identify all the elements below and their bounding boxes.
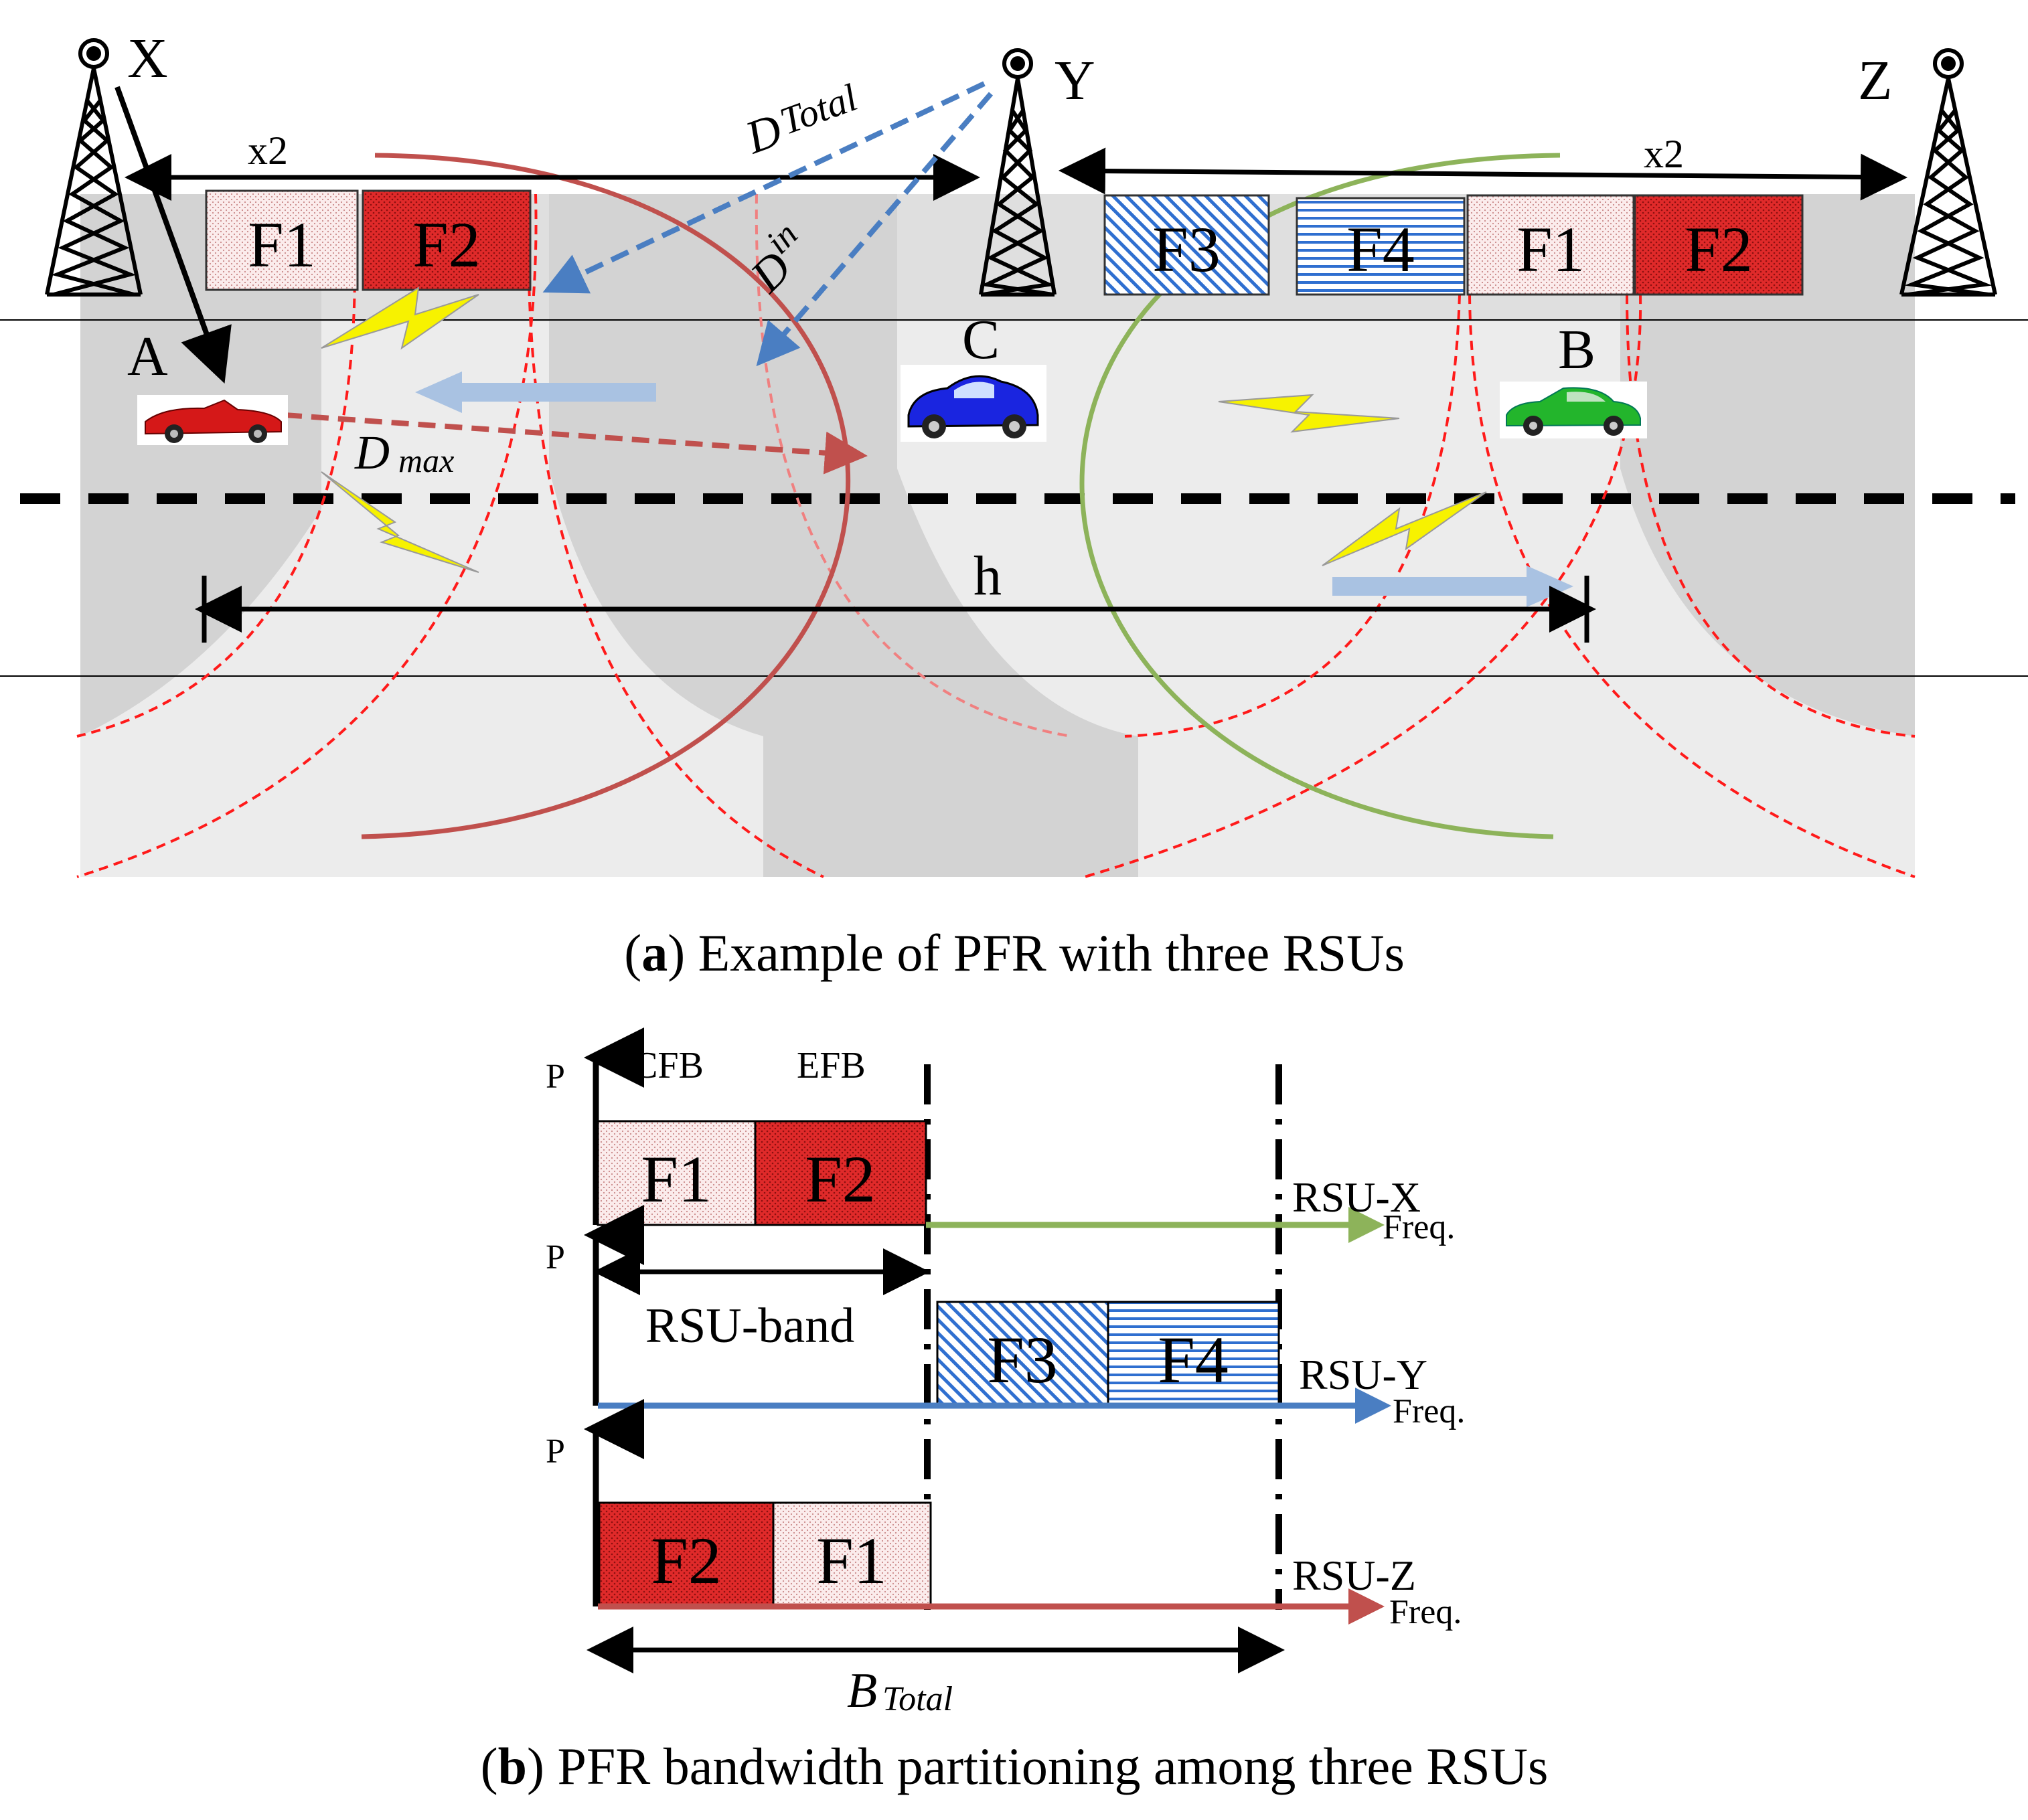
svg-text:F2: F2 (1685, 214, 1752, 285)
svg-text:F4: F4 (1158, 1323, 1229, 1397)
d-total-arrow (542, 81, 986, 294)
band-block-f1-left: F1 (205, 189, 359, 291)
rsu-y-band-f3: F3 (936, 1301, 1109, 1407)
rsu-z-band-f1: F1 (772, 1501, 932, 1608)
svg-text:B: B (847, 1663, 877, 1718)
svg-text:D: D (354, 426, 390, 479)
p-axis-label-y: P (546, 1238, 565, 1276)
b-total-label: B Total (847, 1663, 953, 1718)
rsu-z-label: RSU-Z (1292, 1552, 1416, 1599)
rsu-y-band-f4: F4 (1107, 1301, 1280, 1407)
svg-text:max: max (398, 442, 454, 479)
rsu-x-label: RSU-X (1292, 1173, 1421, 1221)
y-to-z-distance-arrow (1059, 147, 1907, 201)
svg-text:F4: F4 (1346, 214, 1414, 285)
svg-text:F1: F1 (641, 1142, 712, 1216)
svg-text:F3: F3 (987, 1323, 1058, 1397)
signal-bolt-icon (321, 286, 479, 350)
svg-text:F1: F1 (1516, 214, 1584, 285)
panel-b: P CFB EFB F1 F2 RSU-X Freq. P RSU-band F… (481, 1027, 1549, 1795)
caption-a: (a) Example of PFR with three RSUs (624, 924, 1405, 982)
rsu-x-band-f1: F1 (597, 1120, 757, 1226)
freq-label-y: Freq. (1393, 1392, 1465, 1430)
rsu-band-label: RSU-band (645, 1299, 854, 1353)
vehicle-a-label: A (127, 325, 168, 388)
svg-text:Total: Total (774, 76, 862, 143)
svg-text:F3: F3 (1152, 214, 1220, 285)
caption-b: (b) PFR bandwidth partitioning among thr… (481, 1737, 1549, 1795)
rsu-z-label: Z (1858, 50, 1892, 112)
vehicle-c-icon (901, 365, 1046, 442)
band-block-f3: F3 (1103, 194, 1270, 296)
rsu-y-label: Y (1055, 50, 1095, 112)
svg-text:F1: F1 (816, 1523, 887, 1598)
d-in-arrow (756, 92, 994, 367)
band-block-f2-right: F2 (1634, 194, 1804, 296)
rsu-z-band-f2: F2 (598, 1501, 775, 1608)
x2-label-left: x2 (248, 129, 288, 173)
band-block-f1-right: F1 (1466, 194, 1635, 296)
vehicle-c-label: C (962, 309, 1000, 371)
signal-bolt-icon (1218, 394, 1400, 433)
vehicle-b-label: B (1558, 319, 1595, 381)
d-max-arrow (284, 412, 868, 475)
rsu-x-band-f2: F2 (754, 1120, 927, 1226)
band-block-f2-left: F2 (362, 189, 532, 291)
signal-bolt-icon (1322, 491, 1487, 566)
vehicle-b-icon (1500, 382, 1647, 438)
cfb-label: CFB (633, 1045, 704, 1086)
left-direction-arrow-icon (415, 371, 656, 413)
tower-x-icon (45, 38, 143, 297)
vehicle-a-icon (137, 395, 288, 445)
rsu-x-to-vehicle-a-arrow (114, 86, 232, 384)
svg-text:F2: F2 (805, 1142, 876, 1216)
svg-text:F2: F2 (412, 209, 480, 280)
band-block-f4: F4 (1296, 197, 1466, 296)
freq-label-x: Freq. (1383, 1208, 1455, 1246)
panel-a: X Y Z x2 x2 F1 F2 F3 F4 F1 F2 (0, 27, 2028, 982)
efb-label: EFB (797, 1045, 866, 1086)
p-axis-label-x: P (546, 1058, 565, 1096)
h-label: h (973, 545, 1002, 607)
signal-bolt-icon (321, 471, 479, 573)
freq-label-z: Freq. (1389, 1593, 1462, 1631)
rsu-y-label: RSU-Y (1299, 1351, 1427, 1398)
p-axis-label-z: P (546, 1432, 565, 1471)
tower-y-icon (979, 48, 1057, 297)
x2-label-right: x2 (1644, 132, 1684, 176)
svg-text:F2: F2 (651, 1523, 722, 1598)
d-max-label: D max (354, 426, 454, 479)
svg-text:F1: F1 (248, 209, 315, 280)
tower-z-icon (1899, 48, 1997, 297)
svg-text:Total: Total (882, 1680, 953, 1718)
rsu-x-label: X (127, 27, 168, 90)
